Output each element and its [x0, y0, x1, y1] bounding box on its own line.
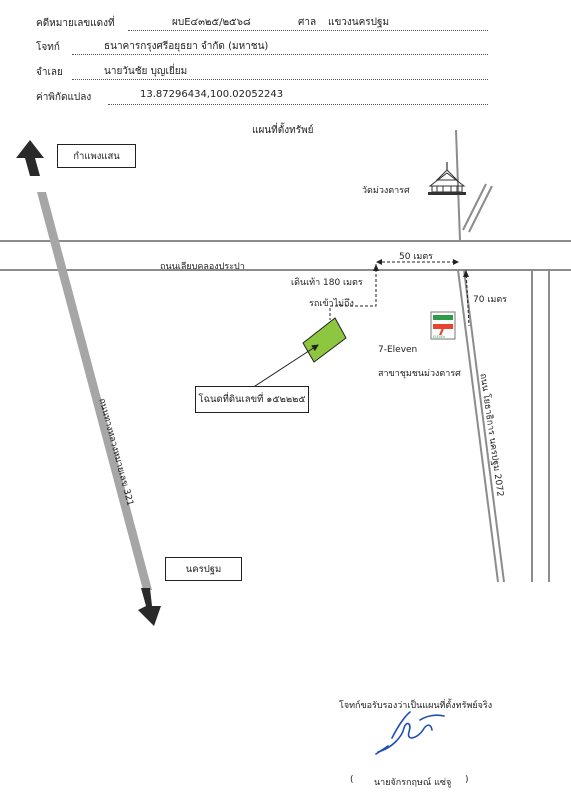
- kamphaeng-saen-box: กำแพงแสน: [57, 144, 136, 168]
- walk-distance-label: เดินเท้า 180 เมตร: [291, 278, 363, 288]
- signer-open-paren: (: [350, 775, 354, 785]
- temple-label: วัดม่วงตารศ: [362, 186, 410, 196]
- case-number-label: คดีหมายเลขแดงที่: [36, 18, 115, 29]
- coords-line: [108, 104, 488, 105]
- plaintiff-line: [72, 54, 488, 55]
- no-car-access-label: รถเข้าไม่ถึง: [309, 299, 354, 309]
- court-value: แขวงนครปฐม: [328, 17, 390, 28]
- signature-icon: [377, 711, 445, 753]
- plaintiff-value: ธนาคารกรุงศรีอยุธยา จำกัด (มหาชน): [104, 41, 269, 52]
- seven-eleven-logo-icon: 7 ELEVEn: [430, 311, 456, 340]
- distance-70-label: 70 เมตร: [473, 295, 508, 305]
- arrow-up-icon: [16, 140, 44, 176]
- signer-name: นายจักรกฤษณ์ แซ่จู: [374, 778, 452, 788]
- coords-value: 13.87296434,100.02052243: [140, 89, 284, 100]
- deed-label: โฉนดที่ดินเลขที่ ๑๕๒๒๒๕: [198, 394, 306, 405]
- highway-321-road: [37, 192, 152, 590]
- kamphaeng-saen-label: กำแพงแสน: [73, 150, 120, 162]
- deed-box: โฉนดที่ดินเลขที่ ๑๕๒๒๒๕: [195, 386, 309, 413]
- certification-text: โจทก์ขอรับรองว่าเป็นแผนที่ตั้งทรัพย์จริง: [339, 701, 493, 711]
- plaintiff-label: โจทก์: [36, 42, 60, 53]
- temple-icon: [428, 162, 466, 195]
- signer-close-paren: ): [465, 775, 469, 785]
- case-number-line: [128, 30, 488, 31]
- seven-eleven-label: 7-Eleven: [378, 345, 418, 355]
- road-main-label: ถนนเลียบคลองประปา: [160, 262, 245, 272]
- road-2072-top-right-edge: [468, 185, 493, 233]
- walk-path: [329, 264, 377, 320]
- road-2072-right-edge: [463, 269, 505, 583]
- nakhon-pathom-box: นครปฐม: [165, 557, 242, 581]
- defendant-line: [72, 79, 488, 80]
- defendant-value: นายวันชัย บุญเยี่ยม: [104, 66, 188, 77]
- seven-eleven-branch-label: สาขาชุมชนม่วงตารศ: [378, 369, 461, 379]
- deed-pointer: [251, 344, 319, 389]
- map-title: แผนที่ตั้งทรัพย์: [252, 125, 314, 136]
- svg-text:ELEVEn: ELEVEn: [433, 335, 445, 339]
- road-2072-top-left-edge: [462, 183, 487, 231]
- defendant-label: จำเลย: [36, 67, 63, 78]
- svg-text:7: 7: [437, 324, 446, 339]
- coords-label: ค่าพิกัดแปลง: [36, 92, 92, 103]
- dimension-70m: [465, 269, 470, 327]
- nakhon-pathom-label: นครปฐม: [185, 563, 222, 575]
- case-number-value: ผบE๔๓๒๕/๒๕๖๘: [172, 17, 251, 28]
- land-parcel: [302, 317, 347, 363]
- court-label: ศาล: [298, 17, 317, 28]
- distance-50-label: 50 เมตร: [399, 252, 434, 262]
- arrow-down-icon: [138, 588, 161, 626]
- road-2072-left-edge: [457, 269, 499, 583]
